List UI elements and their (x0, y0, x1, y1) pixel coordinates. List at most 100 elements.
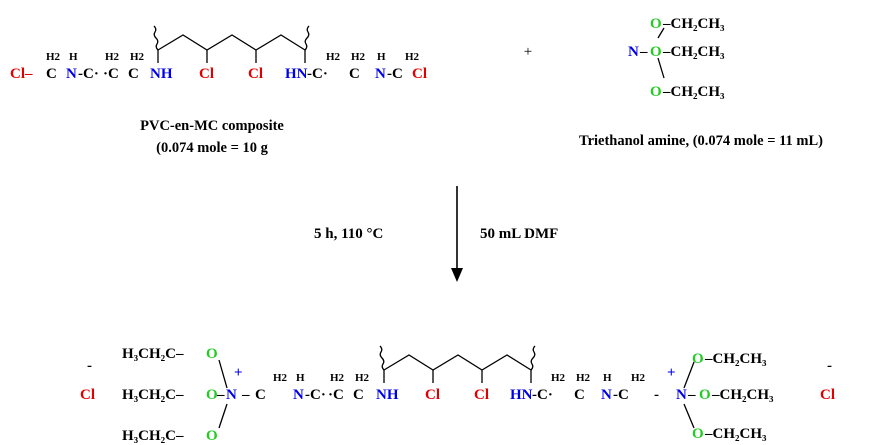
ethyl-group: H₃CH₂C– (122, 387, 184, 403)
atom-nitrogen-quaternary: N (676, 387, 687, 403)
atom-carbon: -C· (78, 66, 99, 82)
hydrogen-label: H2 (551, 372, 566, 384)
bond-dash: – (687, 387, 696, 403)
reactant1-caption-name: PVC-en-MC composite (140, 118, 284, 134)
atom-nitrogen: N (601, 387, 612, 403)
atom-carbon: C (46, 66, 57, 82)
hydrogen-label: H (69, 51, 78, 63)
atom-carbon: -C· (307, 66, 328, 82)
chloride-ion: Cl (80, 387, 95, 403)
conditions-solvent: 50 mL DMF (480, 226, 558, 242)
reactant-triethanol-amine: O –CH₂CH₃ N – O –CH₂CH₃ O –CH₂CH₃ Trieth… (579, 16, 823, 149)
backbone-bond (157, 34, 306, 51)
atom-nitrogen: N (628, 44, 639, 60)
atom-carbon: C (353, 387, 364, 403)
product-quaternary-ammonium: - Cl H₃CH₂C– O H₃CH₂C– O – H₃CH₂C– O + N… (80, 345, 835, 444)
ethyl-group: –CH₂CH₃ (662, 44, 725, 60)
n-o-bond (683, 361, 695, 389)
hydrogen-label: H2 (631, 372, 646, 384)
ethyl-group: H₃CH₂C– (122, 346, 184, 362)
atom-carbon: -C· (532, 387, 553, 403)
reaction-arrow (451, 186, 463, 282)
reactant2-caption: Triethanol amine, (0.074 mole = 11 mL) (579, 133, 823, 149)
atom-hn: HN (510, 387, 533, 403)
hydrogen-label: H2 (130, 51, 145, 63)
atom-carbon: C (255, 387, 266, 403)
atom-oxygen: O (650, 84, 662, 100)
ethyl-group: –CH₂CH₃ (662, 16, 725, 32)
wavy-bond-left (153, 25, 159, 51)
bond-dash: - (654, 387, 659, 403)
atom-oxygen: O (206, 346, 218, 362)
atom-oxygen: O (650, 44, 662, 60)
n-o-bond (218, 359, 228, 389)
atom-oxygen: O (206, 428, 218, 444)
atom-chlorine: Cl (474, 387, 489, 403)
atom-carbon: ·C (103, 66, 119, 82)
hydrogen-label: H2 (576, 372, 591, 384)
atom-nitrogen: N (293, 387, 304, 403)
ethyl-group: –CH₂CH₃ (704, 351, 767, 367)
atom-oxygen: O (699, 387, 711, 403)
bond-dash: – (241, 387, 250, 403)
hydrogen-label: H2 (405, 51, 420, 63)
n-o-bond (683, 403, 695, 429)
atom-nh: NH (150, 66, 173, 82)
hydrogen-label: H2 (46, 51, 61, 63)
bond-dash: – (216, 387, 225, 403)
backbone-bond (383, 354, 532, 371)
charge-minus: - (87, 358, 92, 374)
arrow-head (451, 268, 463, 282)
wavy-bond-right (304, 25, 310, 51)
hydrogen-label: H2 (326, 51, 341, 63)
wavy-bond-left (379, 345, 385, 371)
charge-plus: + (667, 365, 676, 381)
hydrogen-label: H2 (355, 372, 370, 384)
charge-plus: + (234, 365, 243, 381)
ethyl-group: –CH₂CH₃ (662, 84, 725, 100)
atom-oxygen: O (692, 351, 704, 367)
hydrogen-label: H2 (273, 372, 288, 384)
atom-nh: NH (376, 387, 399, 403)
atom-carbon: C (574, 387, 585, 403)
atom-carbon: C (349, 66, 360, 82)
n-o-bond (218, 403, 228, 429)
atom-oxygen: O (650, 16, 662, 32)
atom-carbon: -C (613, 387, 629, 403)
atom-oxygen: O (206, 387, 218, 403)
hydrogen-label: H (377, 51, 386, 63)
atom-oxygen: O (692, 426, 704, 442)
hydrogen-label: H2 (330, 372, 345, 384)
hydrogen-label: H (603, 372, 612, 384)
atom-carbon: ·C (328, 387, 344, 403)
atom-carbon: -C· (305, 387, 326, 403)
atom-nitrogen: N (66, 66, 77, 82)
hydrogen-label: H2 (105, 51, 120, 63)
ethyl-group: –CH₂CH₃ (704, 426, 767, 442)
charge-minus: - (827, 358, 832, 374)
chloride-ion: Cl (820, 387, 835, 403)
atom-chlorine: Cl (248, 66, 263, 82)
atom-hn: HN (285, 66, 308, 82)
plus-sign: + (524, 44, 532, 60)
atom-nitrogen-quaternary: N (226, 387, 237, 403)
atom-chlorine: Cl (425, 387, 440, 403)
wavy-bond-right (530, 345, 536, 371)
atom-chlorine: Cl (199, 66, 214, 82)
atom-carbon: -C (387, 66, 403, 82)
atom-nitrogen: N (375, 66, 386, 82)
hydrogen-label: H2 (351, 51, 366, 63)
n-o-bond (657, 57, 665, 79)
atom-chlorine: Cl (412, 66, 427, 82)
ethyl-group: H₃CH₂C– (122, 428, 184, 444)
reactant-pvc-en-mc: Cl– C H2 N H -C· H2 ·C H2 C NH Cl Cl HN … (10, 25, 427, 156)
atom-carbon: C (128, 66, 139, 82)
atom-chlorine: Cl– (10, 66, 33, 82)
n-o-bond (657, 27, 665, 39)
conditions-time-temperature: 5 h, 110 °C (314, 226, 383, 242)
ethyl-group: –CH₂CH₃ (711, 387, 774, 403)
reactant1-caption-amount: (0.074 mole = 10 g (156, 140, 269, 156)
hydrogen-label: H (296, 372, 305, 384)
bond-dash: – (639, 44, 648, 60)
